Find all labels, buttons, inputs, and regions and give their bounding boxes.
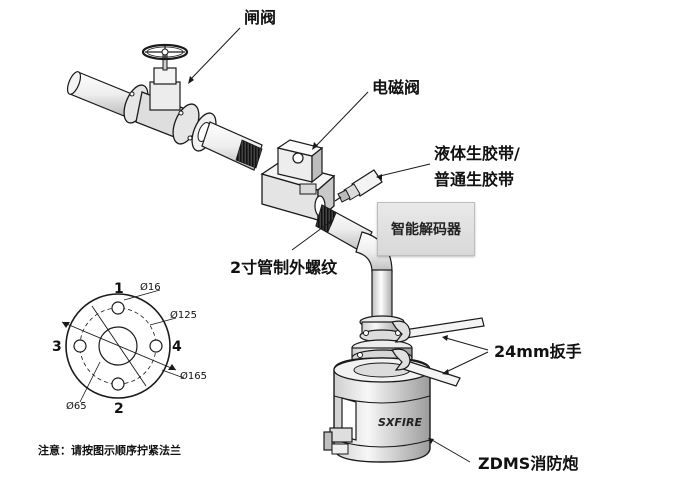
wrench-lower	[391, 348, 461, 387]
gate-valve	[123, 43, 217, 152]
threaded-pipe	[315, 204, 393, 323]
fire-cannon: SXFIRE	[323, 315, 431, 463]
decoder-label: 智能解码器	[391, 222, 461, 238]
dim-outer: Ø165	[180, 371, 207, 382]
decoder-box: 智能解码器	[377, 202, 475, 256]
wrench-upper	[391, 317, 485, 343]
tape-tube	[334, 169, 383, 203]
tightening-note: 注意：请按图示顺序拧紧法兰	[38, 444, 181, 457]
label-cannon: ZDMS消防炮	[478, 454, 579, 473]
label-gate-valve: 闸阀	[244, 8, 277, 27]
bolt-number-3: 3	[52, 339, 62, 355]
dim-hole: Ø16	[140, 282, 161, 293]
label-liquid-tape-2: 普通生胶带	[434, 170, 515, 189]
label-solenoid-valve: 电磁阀	[372, 78, 421, 97]
flange-diagram	[61, 289, 185, 403]
dim-bolt-circle: Ø125	[170, 310, 197, 321]
leader-lines	[188, 27, 489, 463]
brand-logo: SXFIRE	[378, 416, 422, 429]
label-wrench: 24mm扳手	[494, 342, 582, 361]
bolt-number-4: 4	[172, 339, 182, 355]
middle-pipe	[201, 121, 263, 171]
label-thread: 2寸管制外螺纹	[230, 258, 338, 277]
dim-bore: Ø65	[66, 401, 87, 412]
bolt-number-2: 2	[114, 401, 124, 417]
label-liquid-tape-1: 液体生胶带/	[434, 144, 520, 163]
bolt-number-1: 1	[114, 281, 124, 297]
inlet-pipe	[66, 71, 133, 117]
